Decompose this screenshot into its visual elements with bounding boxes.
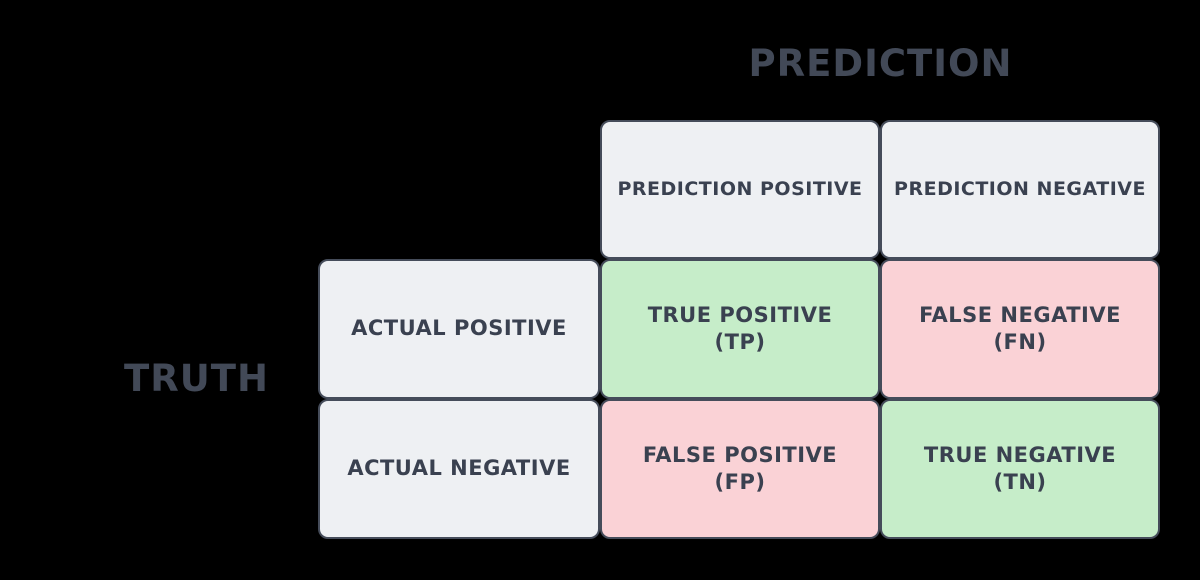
cell-false-positive: FALSE POSITIVE (FP)	[600, 399, 880, 539]
cell-abbreviation: (TP)	[714, 330, 766, 354]
cell-abbreviation: (FN)	[993, 330, 1047, 354]
column-header-label: PREDICTION POSITIVE	[617, 178, 863, 201]
cell-label: FALSE NEGATIVE	[919, 302, 1121, 327]
cell-abbreviation: (TN)	[993, 470, 1047, 494]
cell-label: TRUE NEGATIVE	[923, 442, 1117, 467]
confusion-matrix-grid: PREDICTION POSITIVE PREDICTION NEGATIVE …	[318, 120, 1160, 539]
column-header-prediction-positive: PREDICTION POSITIVE	[600, 120, 880, 259]
cell-label: FALSE POSITIVE	[642, 442, 838, 467]
row-header-actual-negative: ACTUAL NEGATIVE	[318, 399, 600, 539]
prediction-axis-title: PREDICTION	[748, 42, 1013, 85]
column-header-label: PREDICTION NEGATIVE	[894, 178, 1146, 201]
cell-true-negative: TRUE NEGATIVE (TN)	[880, 399, 1160, 539]
row-header-label: ACTUAL POSITIVE	[351, 316, 567, 341]
truth-axis-title: TRUTH	[124, 357, 269, 400]
cell-label: TRUE POSITIVE	[647, 302, 833, 327]
row-header-label: ACTUAL NEGATIVE	[347, 456, 571, 481]
corner-spacer	[318, 120, 600, 259]
cell-false-negative: FALSE NEGATIVE (FN)	[880, 259, 1160, 399]
row-header-actual-positive: ACTUAL POSITIVE	[318, 259, 600, 399]
column-header-prediction-negative: PREDICTION NEGATIVE	[880, 120, 1160, 259]
cell-abbreviation: (FP)	[714, 470, 766, 494]
cell-true-positive: TRUE POSITIVE (TP)	[600, 259, 880, 399]
